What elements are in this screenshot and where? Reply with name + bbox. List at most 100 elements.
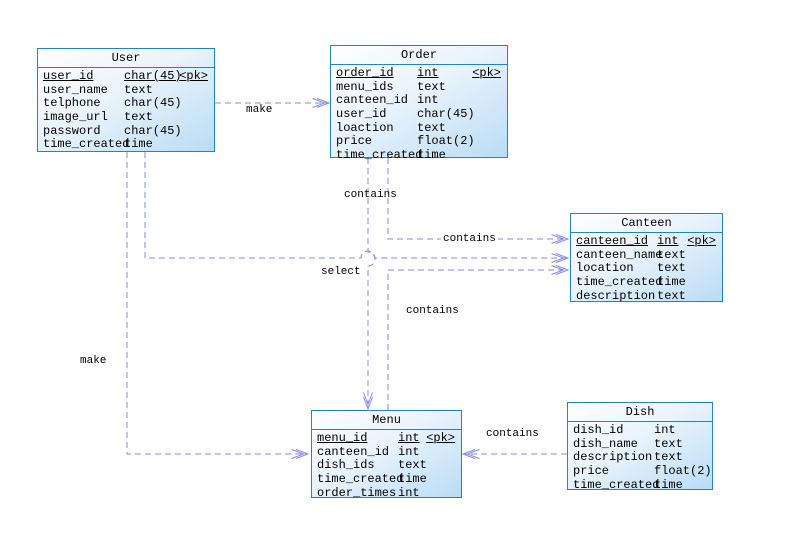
field-name: time_created	[43, 137, 130, 152]
field-name: user_name	[43, 82, 108, 97]
field-type: char(45)	[417, 107, 475, 122]
field-name: canteen_id	[336, 93, 409, 108]
field-row: user_id char(45)<pk>	[38, 69, 214, 84]
connector-label-make-user-menu: make	[80, 355, 107, 367]
field-name: order_times	[317, 485, 397, 500]
pk-marker: <pk>	[687, 234, 716, 248]
field-type: int	[398, 444, 420, 459]
connector-user-order[interactable]	[215, 98, 331, 108]
field-type: int	[398, 431, 420, 445]
field-type: char(45)	[124, 123, 182, 138]
pk-marker: <pk>	[426, 431, 455, 445]
field-row: canteen_id int <pk>	[571, 234, 722, 249]
connector-label-contains-order-canteen: contains	[441, 233, 498, 245]
field-row: loaction text	[331, 120, 507, 136]
field-type: int	[657, 234, 679, 248]
field-name: loaction	[336, 120, 394, 135]
field-type: int	[417, 66, 439, 80]
field-name: canteen_id	[576, 234, 649, 248]
field-name: telphone	[43, 96, 101, 111]
field-name: price	[336, 134, 373, 149]
field-row: user_id char(45)	[331, 107, 507, 122]
field-name: time_created	[317, 472, 404, 487]
field-row: image_url text	[38, 110, 214, 125]
connector-order-canteen[interactable]	[387, 158, 570, 244]
connector-user-menu[interactable]	[126, 152, 310, 459]
field-type: char(45)	[124, 69, 182, 83]
field-type: time	[654, 477, 683, 492]
connector-label-contains-menu-canteen: contains	[406, 305, 459, 317]
field-type: text	[657, 247, 686, 262]
field-row: telphone char(45)	[38, 97, 214, 111]
field-type: int	[398, 485, 420, 500]
field-type: float(2)	[417, 134, 475, 149]
field-name: description	[573, 450, 653, 465]
field-type: time	[398, 472, 427, 487]
entity-title: Dish	[568, 403, 712, 422]
field-name: menu_id	[317, 431, 368, 445]
field-name: canteen_name	[576, 247, 663, 262]
pk-marker: <pk>	[179, 69, 208, 83]
field-type: time	[657, 275, 686, 290]
field-name: dish_id	[573, 423, 624, 437]
field-type: time	[417, 148, 446, 163]
field-type: text	[417, 120, 446, 135]
field-name: user_id	[43, 69, 94, 83]
field-name: time_created	[336, 148, 423, 163]
entity-title: Order	[331, 46, 507, 65]
field-type: text	[657, 261, 686, 276]
field-type: time	[124, 137, 153, 152]
field-name: time_created	[576, 275, 663, 290]
field-name: location	[576, 261, 634, 276]
field-row: menu_id int <pk>	[312, 431, 461, 446]
field-type: float(2)	[654, 464, 712, 479]
field-name: time_created	[573, 477, 660, 492]
field-type: char(45)	[124, 96, 182, 111]
pk-marker: <pk>	[472, 66, 501, 80]
field-row: location text	[571, 262, 722, 276]
field-type: text	[124, 82, 153, 97]
connector-dish-menu[interactable]	[461, 449, 567, 459]
connector-user-canteen[interactable]	[144, 152, 570, 263]
connector-label-make-user-order: make	[246, 104, 273, 116]
entity-title: Canteen	[571, 214, 722, 233]
entity-title: Menu	[312, 411, 461, 430]
field-row: price float(2)	[331, 135, 507, 149]
field-row: canteen_id int	[331, 94, 507, 108]
field-type: text	[124, 110, 153, 125]
field-name: image_url	[43, 110, 108, 125]
field-name: user_id	[336, 107, 387, 122]
connector-order-menu[interactable]	[363, 158, 376, 411]
field-name: dish_name	[573, 436, 638, 451]
field-name: dish_ids	[317, 458, 375, 473]
connector-menu-canteen[interactable]	[387, 265, 570, 411]
field-type: int	[417, 93, 439, 108]
field-name: price	[573, 464, 610, 479]
connector-label-contains-dish-menu: contains	[486, 428, 539, 440]
